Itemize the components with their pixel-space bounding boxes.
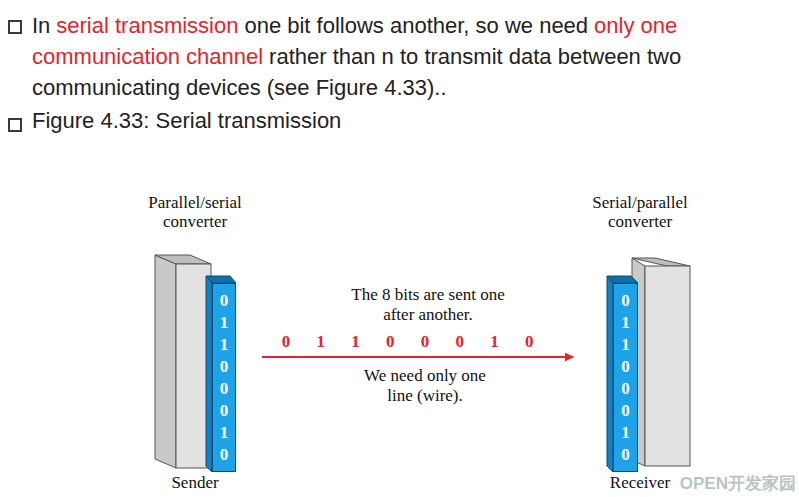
converter-device: Serial/parallel converterReceiver 0 1 1 0… bbox=[575, 193, 705, 492]
highlight-text: serial transmission bbox=[56, 13, 238, 38]
converter-top bbox=[155, 255, 211, 264]
bullet-text: one bit follows another, so we need bbox=[244, 13, 588, 38]
watermark: OPEN开发家园 bbox=[680, 474, 796, 494]
bullet-square bbox=[8, 118, 22, 132]
bullet-square bbox=[8, 20, 22, 34]
bullet-text: In bbox=[32, 13, 50, 38]
converter-heading: Serial/parallel converter bbox=[575, 193, 705, 231]
converter-side bbox=[155, 255, 176, 468]
device-name: Receiver bbox=[575, 473, 705, 492]
signal-arrow bbox=[262, 356, 573, 358]
bit-register: 0 1 1 0 0 0 1 0 bbox=[613, 283, 638, 472]
converter-heading: Parallel/serial converter bbox=[130, 193, 260, 231]
bit-column: 0 1 1 0 0 0 1 0 bbox=[621, 290, 630, 466]
bit-register: 0 1 1 0 0 0 1 0 bbox=[212, 283, 236, 472]
arrow-note: We need only one line (wire). bbox=[350, 366, 500, 406]
bit-stream: 0 1 1 0 0 0 1 0 bbox=[282, 332, 534, 352]
bit-column: 0 1 1 0 0 0 1 0 bbox=[220, 290, 229, 466]
device-name: Sender bbox=[130, 473, 260, 492]
bullet-paragraph: Inserial transmissionone bit follows ano… bbox=[32, 10, 792, 103]
arrow-note: The 8 bits are sent one after another. bbox=[338, 285, 518, 325]
figure-caption: Figure 4.33: Serial transmission bbox=[32, 108, 632, 133]
converter-front bbox=[645, 266, 690, 466]
converter-device: Parallel/serial converterSender 0 1 1 0 0… bbox=[130, 193, 260, 492]
